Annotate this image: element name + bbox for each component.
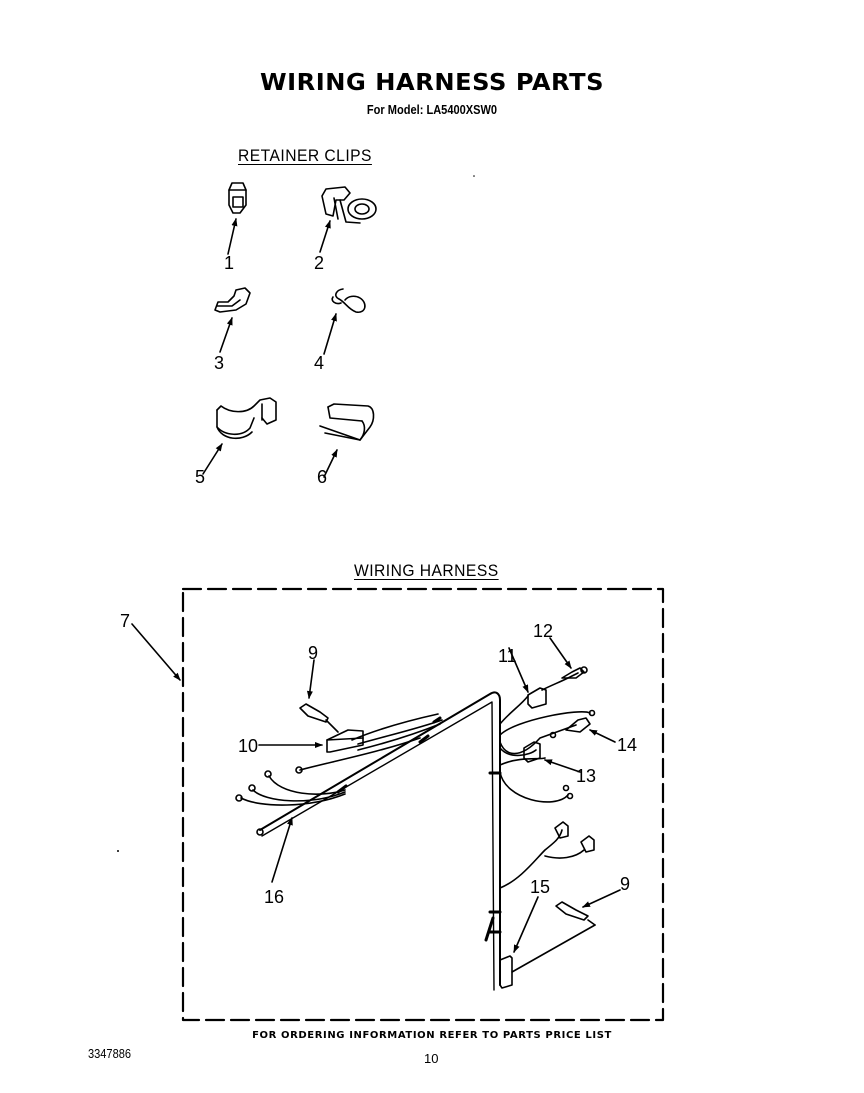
section-wiring-harness: WIRING HARNESS [354, 561, 499, 580]
clip-6-drawing [319, 403, 375, 441]
callout-2: 2 [314, 253, 325, 273]
page-number: 10 [424, 1051, 439, 1066]
harness-trunk [235, 691, 502, 991]
speck [117, 850, 119, 852]
clip-1-drawing [228, 182, 247, 214]
callout-4: 4 [314, 353, 325, 373]
model-subtitle: For Model: LA5400XSW0 [366, 102, 498, 117]
ordering-note: FOR ORDERING INFORMATION REFER TO PARTS … [252, 1030, 612, 1041]
terminal-14-drawing [565, 717, 591, 733]
connector-11-drawing [527, 687, 547, 709]
terminal-9-lower-drawing [555, 901, 589, 921]
callout-7: 7 [120, 611, 131, 631]
clip-3-drawing [214, 287, 251, 313]
callout-12: 12 [533, 621, 554, 641]
connector-15-drawing [499, 919, 596, 989]
clip-4-drawing [331, 288, 366, 313]
callout-6: 6 [317, 467, 328, 487]
harness-boundary [181, 587, 665, 1022]
callout-14: 14 [617, 735, 638, 755]
document-number: 3347886 [88, 1046, 132, 1061]
speck [473, 175, 475, 177]
page-title: WIRING HARNESS PARTS [259, 70, 605, 96]
clip-5-drawing [216, 397, 277, 440]
terminal-12-drawing [561, 667, 585, 679]
connector-13-drawing [523, 741, 541, 763]
callout-3: 3 [214, 353, 225, 373]
callout-15: 15 [530, 877, 551, 897]
section-retainer-clips: RETAINER CLIPS [238, 146, 372, 165]
callout-9-upper: 9 [308, 643, 319, 663]
connector-10-drawing [326, 729, 364, 753]
callout-10: 10 [238, 736, 259, 756]
callout-5: 5 [195, 467, 206, 487]
plug-connectors-drawing [554, 821, 595, 853]
callout-1: 1 [224, 253, 235, 273]
callout-16: 16 [264, 887, 285, 907]
terminal-9-upper-drawing [299, 703, 339, 733]
callout-11: 11 [498, 646, 517, 666]
callout-9-lower: 9 [620, 874, 631, 894]
clip-2-drawing [321, 186, 377, 224]
callout-13: 13 [576, 766, 597, 786]
